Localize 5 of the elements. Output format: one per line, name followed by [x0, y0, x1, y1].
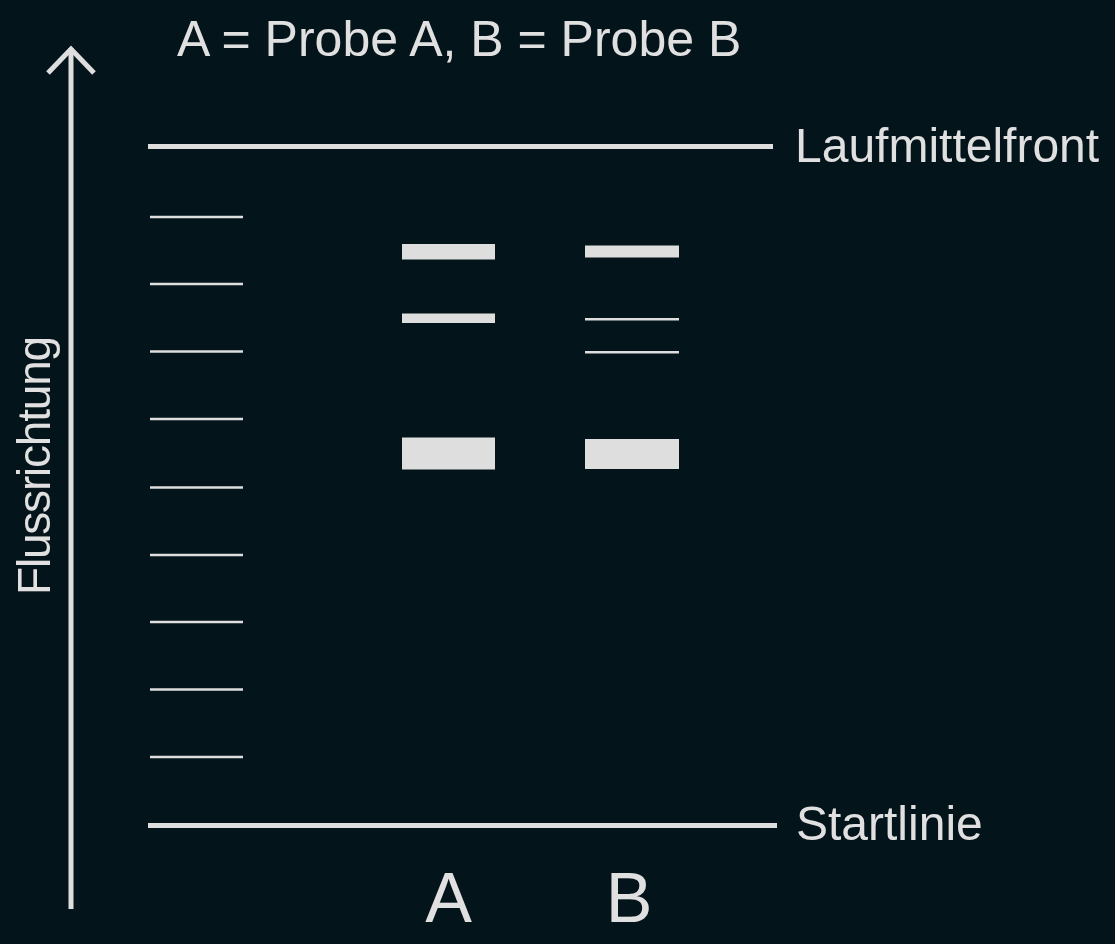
line-label: Startlinie: [796, 800, 983, 848]
line-label: Laufmittelfront: [795, 122, 1100, 170]
lane-label: A: [425, 863, 472, 933]
lane-label: B: [605, 863, 653, 933]
diagram-title: A = Probe A, B = Probe B: [177, 14, 742, 64]
